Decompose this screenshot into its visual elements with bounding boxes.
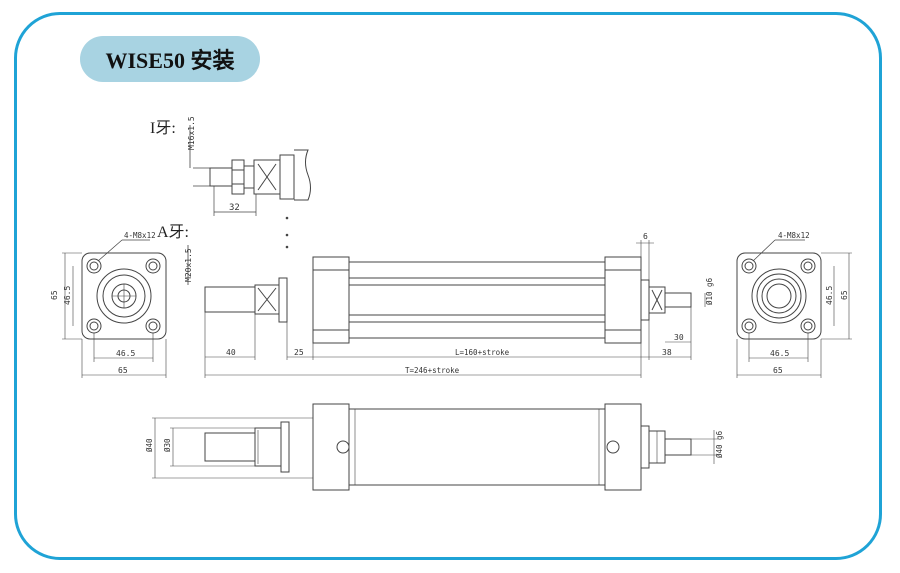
right-flange-view: 4-M8x12 65 46.5 46.5 65 xyxy=(736,231,852,378)
bolt-hole xyxy=(800,318,816,334)
bottom-top-view: Ø40 Ø30 Ø40 g6 xyxy=(145,403,724,491)
left-bolt-spec: 4-M8x12 xyxy=(124,231,156,240)
detail-i-thread: I牙: M16x1.5 32 xyxy=(150,116,311,249)
bolt-hole xyxy=(145,258,161,274)
mount-hole xyxy=(606,440,620,454)
detail-i-length: 32 xyxy=(229,203,240,213)
bolt-hole xyxy=(86,258,102,274)
detail-a-thread-size: M20x1.5 xyxy=(184,248,193,282)
dim-inner-dia: Ø30 xyxy=(163,438,172,452)
bolt-hole xyxy=(86,318,102,334)
dim-rear-plate: 6 xyxy=(643,232,648,241)
dim-rear-dia-top: Ø40 g6 xyxy=(715,430,724,458)
right-bolt-spec: 4-M8x12 xyxy=(778,231,810,240)
piston-rod-top xyxy=(204,432,256,462)
dim-rear-length: 38 xyxy=(662,348,672,357)
main-side-view: 40 25 L=160+stroke T=246+stroke 30 38 6 … xyxy=(204,232,714,378)
dim-rod-length: 40 xyxy=(226,348,236,357)
right-bolt-span-v: 46.5 xyxy=(825,286,834,305)
left-bolt-span-v: 46.5 xyxy=(63,286,72,305)
detail-i-thread-size: M16x1.5 xyxy=(187,116,196,150)
rounded-frame xyxy=(14,12,882,560)
dim-neck: 25 xyxy=(294,348,304,357)
detail-i-label: I牙: xyxy=(150,120,176,137)
right-bolt-span-h: 46.5 xyxy=(770,349,789,358)
left-height-dim: 65 xyxy=(50,290,59,300)
bolt-hole xyxy=(741,258,757,274)
dim-outer-dia: Ø40 xyxy=(145,438,154,452)
left-flange-view: 4-M8x12 65 46.5 46.5 65 xyxy=(50,231,167,378)
mount-hole xyxy=(336,440,350,454)
dim-rear-pin: 30 xyxy=(674,333,684,342)
piston-rod xyxy=(204,286,256,313)
detail-a-thread: A牙: M20x1.5 xyxy=(157,224,193,285)
right-width-dim: 65 xyxy=(773,366,783,375)
left-bolt-span-h: 46.5 xyxy=(116,349,135,358)
page-title-text: WISE50 安装 xyxy=(105,48,235,73)
detail-a-label: A牙: xyxy=(157,224,189,241)
bolt-hole xyxy=(800,258,816,274)
dim-rear-dia: Ø10 g6 xyxy=(705,277,714,305)
cylinder-barrel xyxy=(348,261,606,339)
left-width-dim: 65 xyxy=(118,366,128,375)
bolt-hole xyxy=(145,318,161,334)
bolt-hole xyxy=(741,318,757,334)
page-title: WISE50 安装 xyxy=(80,36,260,82)
dim-body-length: L=160+stroke xyxy=(455,348,510,357)
right-height-dim: 65 xyxy=(840,290,849,300)
dim-total-length: T=246+stroke xyxy=(405,366,460,375)
